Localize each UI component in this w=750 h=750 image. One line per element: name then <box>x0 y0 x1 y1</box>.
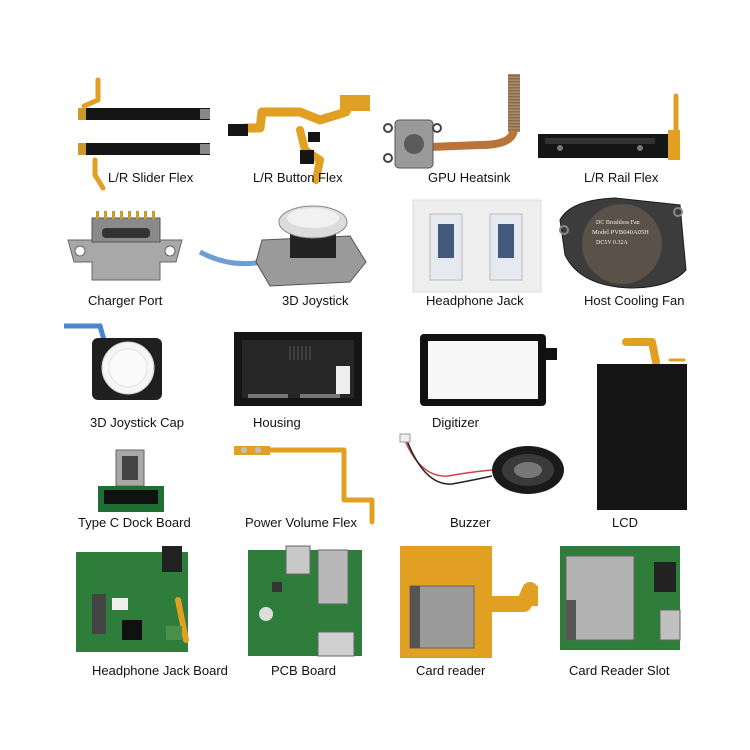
item-label: GPU Heatsink <box>428 170 511 185</box>
item-label: 3D Joystick <box>282 293 349 308</box>
item-label: LCD <box>612 515 639 530</box>
item-label: 3D Joystick Cap <box>90 415 184 430</box>
item-label: L/R Button Flex <box>253 170 343 185</box>
item-label: Housing <box>253 415 301 430</box>
item-label: Power Volume Flex <box>245 515 357 530</box>
fan-label-line1: DC Brushless Fan <box>596 220 640 226</box>
item-label: Charger Port <box>88 293 163 308</box>
fan-label-line3: DC5V 0.32A <box>596 240 629 246</box>
item-label: Type C Dock Board <box>78 515 191 530</box>
item-label: Buzzer <box>450 515 491 530</box>
item-label: L/R Slider Flex <box>108 170 194 185</box>
item-label: Headphone Jack <box>426 293 524 308</box>
item-label: Host Cooling Fan <box>584 293 685 308</box>
item-label: L/R Rail Flex <box>584 170 659 185</box>
item-label: Card Reader Slot <box>569 663 670 678</box>
item-label: Headphone Jack Board <box>92 663 228 678</box>
item-label: Card reader <box>416 663 486 678</box>
fan-label-line2: Model PVB040A05H <box>592 229 649 236</box>
item-label: Digitizer <box>432 415 479 430</box>
item-label: PCB Board <box>271 663 337 678</box>
